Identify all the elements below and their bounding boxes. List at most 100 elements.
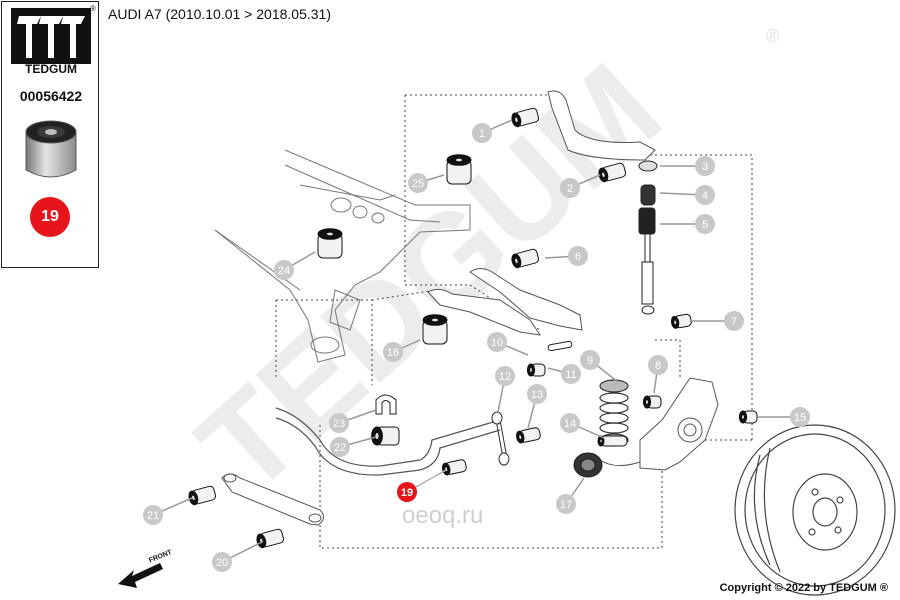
part-number: 00056422 xyxy=(19,88,83,104)
callout-label: 13 xyxy=(531,389,543,401)
callout-23: 23 xyxy=(329,413,349,433)
callout-circle xyxy=(143,505,163,525)
callout-22: 22 xyxy=(330,437,350,457)
callout-circle xyxy=(527,384,547,404)
callout-label: 16 xyxy=(387,347,399,359)
shock-absorber xyxy=(638,160,658,315)
callout-21: 21 xyxy=(143,505,163,525)
callout-circle xyxy=(408,173,428,193)
callout-label: 25 xyxy=(412,178,424,190)
callout-label: 20 xyxy=(216,557,228,569)
hydro-mount xyxy=(573,452,603,478)
callout-25: 25 xyxy=(408,173,428,193)
callout-label: 15 xyxy=(794,412,806,424)
callout-label: 14 xyxy=(564,418,576,430)
callout-label: 7 xyxy=(731,316,737,328)
callout-circle xyxy=(580,350,600,370)
callout-7: 7 xyxy=(724,311,744,331)
callout-label: 5 xyxy=(702,219,708,231)
bushing xyxy=(511,107,540,128)
callout-circle xyxy=(561,364,581,384)
callout-16: 16 xyxy=(383,342,403,362)
callout-13: 13 xyxy=(527,384,547,404)
pin xyxy=(547,340,573,352)
site-watermark: oeoq.ru xyxy=(402,502,484,529)
upper-control-arm xyxy=(547,90,656,161)
callout-circle xyxy=(329,413,349,433)
callout-label: 10 xyxy=(491,337,503,349)
bushing xyxy=(441,459,467,476)
callout-circle xyxy=(724,311,744,331)
callout-17: 17 xyxy=(556,494,576,514)
wheel-carrier xyxy=(599,377,719,471)
callout-2: 2 xyxy=(560,178,580,198)
callout-circle xyxy=(212,552,232,572)
callout-label: 6 xyxy=(575,251,581,263)
wheel xyxy=(734,424,896,596)
callout-circle xyxy=(560,413,580,433)
callout-label: 21 xyxy=(147,510,159,522)
bushing xyxy=(642,395,662,409)
front-arrow-icon xyxy=(118,563,163,588)
callout-4: 4 xyxy=(695,185,715,205)
bushing xyxy=(422,314,448,345)
coupling-rod xyxy=(491,411,510,466)
bushing-product-icon xyxy=(25,120,77,178)
watermark-registered-mark: ® xyxy=(766,26,779,46)
callout-label: 17 xyxy=(560,499,572,511)
callout-5: 5 xyxy=(695,214,715,234)
stabilizer-bracket xyxy=(375,394,397,415)
callout-circle xyxy=(274,260,294,280)
watermark-text: TEDGUM xyxy=(171,35,687,520)
callout-3: 3 xyxy=(695,156,715,176)
callout-label: 9 xyxy=(587,355,593,367)
callout-label: 24 xyxy=(278,265,290,277)
callout-label: 22 xyxy=(334,442,346,454)
callout-8: 8 xyxy=(648,355,668,375)
registered-mark: ® xyxy=(90,4,96,13)
callout-circle xyxy=(695,156,715,176)
callout-1: 1 xyxy=(472,123,492,143)
tedgum-logo-icon xyxy=(11,8,91,64)
callout-label: 12 xyxy=(499,371,511,383)
copyright: Copyright © 2022 by TEDGUM ® xyxy=(719,582,888,594)
callout-circle xyxy=(472,123,492,143)
bushing xyxy=(598,162,627,183)
callout-label: 3 xyxy=(702,161,708,173)
stabilizer-bar xyxy=(275,407,501,476)
callout-15: 15 xyxy=(790,407,810,427)
callout-label: 1 xyxy=(479,128,485,140)
bushing xyxy=(597,435,628,447)
highlight-number-badge: 19 xyxy=(30,197,70,237)
callout-6: 6 xyxy=(568,246,588,266)
callout-circle xyxy=(568,246,588,266)
bushing xyxy=(738,410,758,424)
callout-24: 24 xyxy=(274,260,294,280)
callout-circle xyxy=(383,342,403,362)
bushing xyxy=(511,248,540,269)
bushing xyxy=(526,363,546,377)
callout-circle xyxy=(560,178,580,198)
callout-circle xyxy=(695,214,715,234)
vehicle-title: AUDI A7 (2010.10.01 > 2018.05.31) xyxy=(108,6,331,22)
callout-circle xyxy=(330,437,350,457)
bushing xyxy=(256,528,285,549)
bushing xyxy=(317,228,343,259)
callout-label: 23 xyxy=(333,418,345,430)
callout-label: 11 xyxy=(565,369,576,381)
bushing xyxy=(515,427,541,444)
callout-circle xyxy=(790,407,810,427)
bushing xyxy=(670,313,692,329)
callout-10: 10 xyxy=(487,332,507,352)
callout-label: 8 xyxy=(655,360,661,372)
callout-11: 11 xyxy=(561,364,581,384)
bushing xyxy=(446,154,472,185)
callout-14: 14 xyxy=(560,413,580,433)
callout-label: 2 xyxy=(567,183,573,195)
callout-circle xyxy=(648,355,668,375)
callout-circle xyxy=(487,332,507,352)
callout-label: 19 xyxy=(401,487,413,499)
